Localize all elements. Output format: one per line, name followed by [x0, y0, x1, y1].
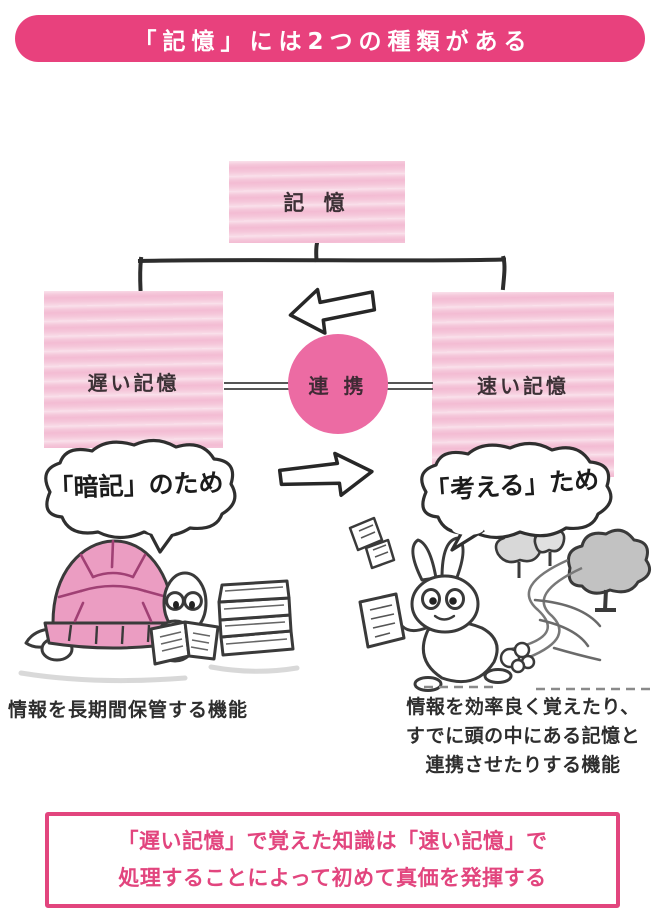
fast-memory-caption-line: 情報を効率良く覚えたり、	[406, 696, 640, 718]
book-page-lines	[159, 586, 288, 652]
held-paper-icon	[358, 592, 406, 649]
slow-memory-label: 遅い記憶	[87, 371, 180, 395]
dust-puff-icon	[499, 641, 536, 674]
link-rail-right	[387, 388, 433, 390]
memory-root-box: 記 憶	[229, 161, 405, 243]
fast-memory-box: 速い記憶	[432, 292, 614, 477]
fast-memory-caption-line: すでに頭の中にある記憶と	[405, 725, 641, 747]
slow-memory-box: 遅い記憶	[44, 291, 223, 448]
rabbit-head	[410, 574, 480, 634]
memorize-bubble: 「暗記」のため	[34, 436, 238, 554]
memory-root-label: 記 憶	[283, 191, 351, 215]
held-paper-lines	[369, 604, 396, 638]
think-bubble-shape	[420, 441, 613, 552]
fast-memory-caption-line: 連携させたりする機能	[425, 754, 621, 776]
book-stack-icon	[217, 579, 295, 657]
turtle-pupils	[173, 601, 195, 609]
winding-path	[505, 558, 583, 662]
link-circle-label: 連 携	[308, 373, 368, 398]
fast-memory-caption: 情報を効率良く覚えたり、 すでに頭の中にある記憶と 連携させたりする機能	[394, 693, 652, 780]
rabbit-face-lines	[433, 614, 456, 621]
link-rail-right	[387, 382, 433, 384]
rabbit-pupils	[429, 597, 457, 605]
summary-line: 処理することによって初めて真価を発揮する	[118, 866, 547, 890]
slow-memory-caption: 情報を長期間保管する機能	[7, 699, 248, 721]
turtle-illustration	[18, 539, 300, 684]
memorize-bubble-shape	[44, 438, 237, 554]
rabbit-arm	[400, 624, 428, 633]
big-tree-icon	[567, 528, 652, 612]
rabbit-illustration	[348, 516, 652, 692]
rabbit-ear	[411, 538, 438, 582]
link-rail-left	[224, 382, 289, 384]
memorize-bubble-text: 「暗記」のため	[48, 467, 225, 504]
link-circle: 連 携	[288, 334, 388, 434]
turtle-shell-pattern	[57, 539, 169, 623]
flying-paper-lines	[358, 524, 389, 558]
summary-box: 「遅い記憶」で覚えた知識は「速い記憶」で 処理することによって初めて真価を発揮す…	[45, 812, 620, 908]
left-arrow-icon	[288, 287, 377, 335]
turtle-eye	[183, 591, 203, 611]
rabbit-foot	[483, 668, 513, 684]
fast-memory-label: 速い記憶	[477, 374, 569, 398]
link-rail-left	[224, 388, 289, 390]
title-banner-text: 「記憶」には2つの種類がある	[133, 28, 533, 55]
think-bubble: 「考える」ため	[410, 440, 614, 552]
rabbit-foot	[413, 676, 443, 692]
turtle-shadow	[18, 664, 300, 684]
flying-papers-icon	[348, 516, 396, 570]
motion-lines	[533, 598, 602, 662]
right-arrow-icon	[277, 451, 374, 497]
ground-lines	[424, 685, 650, 691]
summary-line: 「遅い記憶」で覚えた知識は「速い記憶」で	[117, 829, 548, 853]
title-banner: 「記憶」には2つの種類がある	[15, 15, 645, 62]
